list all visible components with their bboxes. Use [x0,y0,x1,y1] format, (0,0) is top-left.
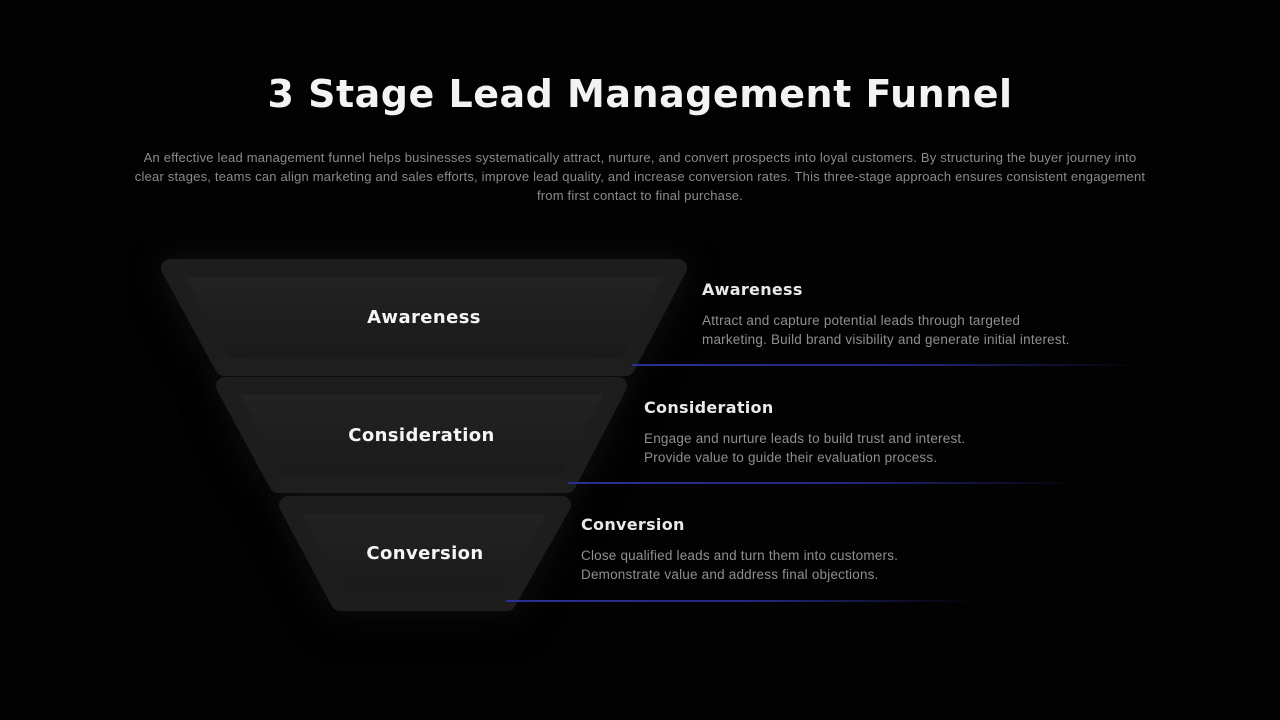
stage-detail-desc-line: Engage and nurture leads to build trust … [644,431,966,446]
accent-line-awareness [632,364,1140,366]
funnel-stage-label-conversion: Conversion [366,543,484,564]
stage-detail-heading-consideration: Consideration [644,398,774,417]
funnel-shape-awareness [161,259,687,376]
stage-detail-awareness: Awareness Attract and capture potential … [702,280,1122,349]
subtitle-line-3: from first contact to final purchase. [536,188,744,203]
page-subtitle: An effective lead management funnel help… [90,148,1190,205]
stage-detail-desc-line: Demonstrate value and address final obje… [581,567,879,582]
stage-detail-consideration: Consideration Engage and nurture leads t… [644,398,1064,467]
accent-line-consideration [568,482,1082,484]
funnel-shape-conversion [279,496,571,611]
stage-detail-desc-line: marketing. Build brand visibility and ge… [702,332,1070,347]
stage-detail-desc-line: Provide value to guide their evaluation … [644,450,938,465]
stage-detail-desc-line: Attract and capture potential leads thro… [702,313,1021,328]
stage-detail-desc-line: Close qualified leads and turn them into… [581,548,899,563]
stage-detail-heading-awareness: Awareness [702,280,803,299]
funnel-stage-label-awareness: Awareness [367,307,481,328]
funnel-stage-label-consideration: Consideration [348,424,495,446]
subtitle-line-2: clear stages, teams can align marketing … [134,169,1146,184]
accent-line-conversion [506,600,975,602]
stage-detail-conversion: Conversion Close qualified leads and tur… [581,515,1001,584]
page-title: 3 Stage Lead Management Funnel [267,72,1013,116]
funnel-shape-consideration [216,377,627,493]
stage-detail-heading-conversion: Conversion [581,515,685,534]
subtitle-line-1: An effective lead management funnel help… [143,150,1137,165]
